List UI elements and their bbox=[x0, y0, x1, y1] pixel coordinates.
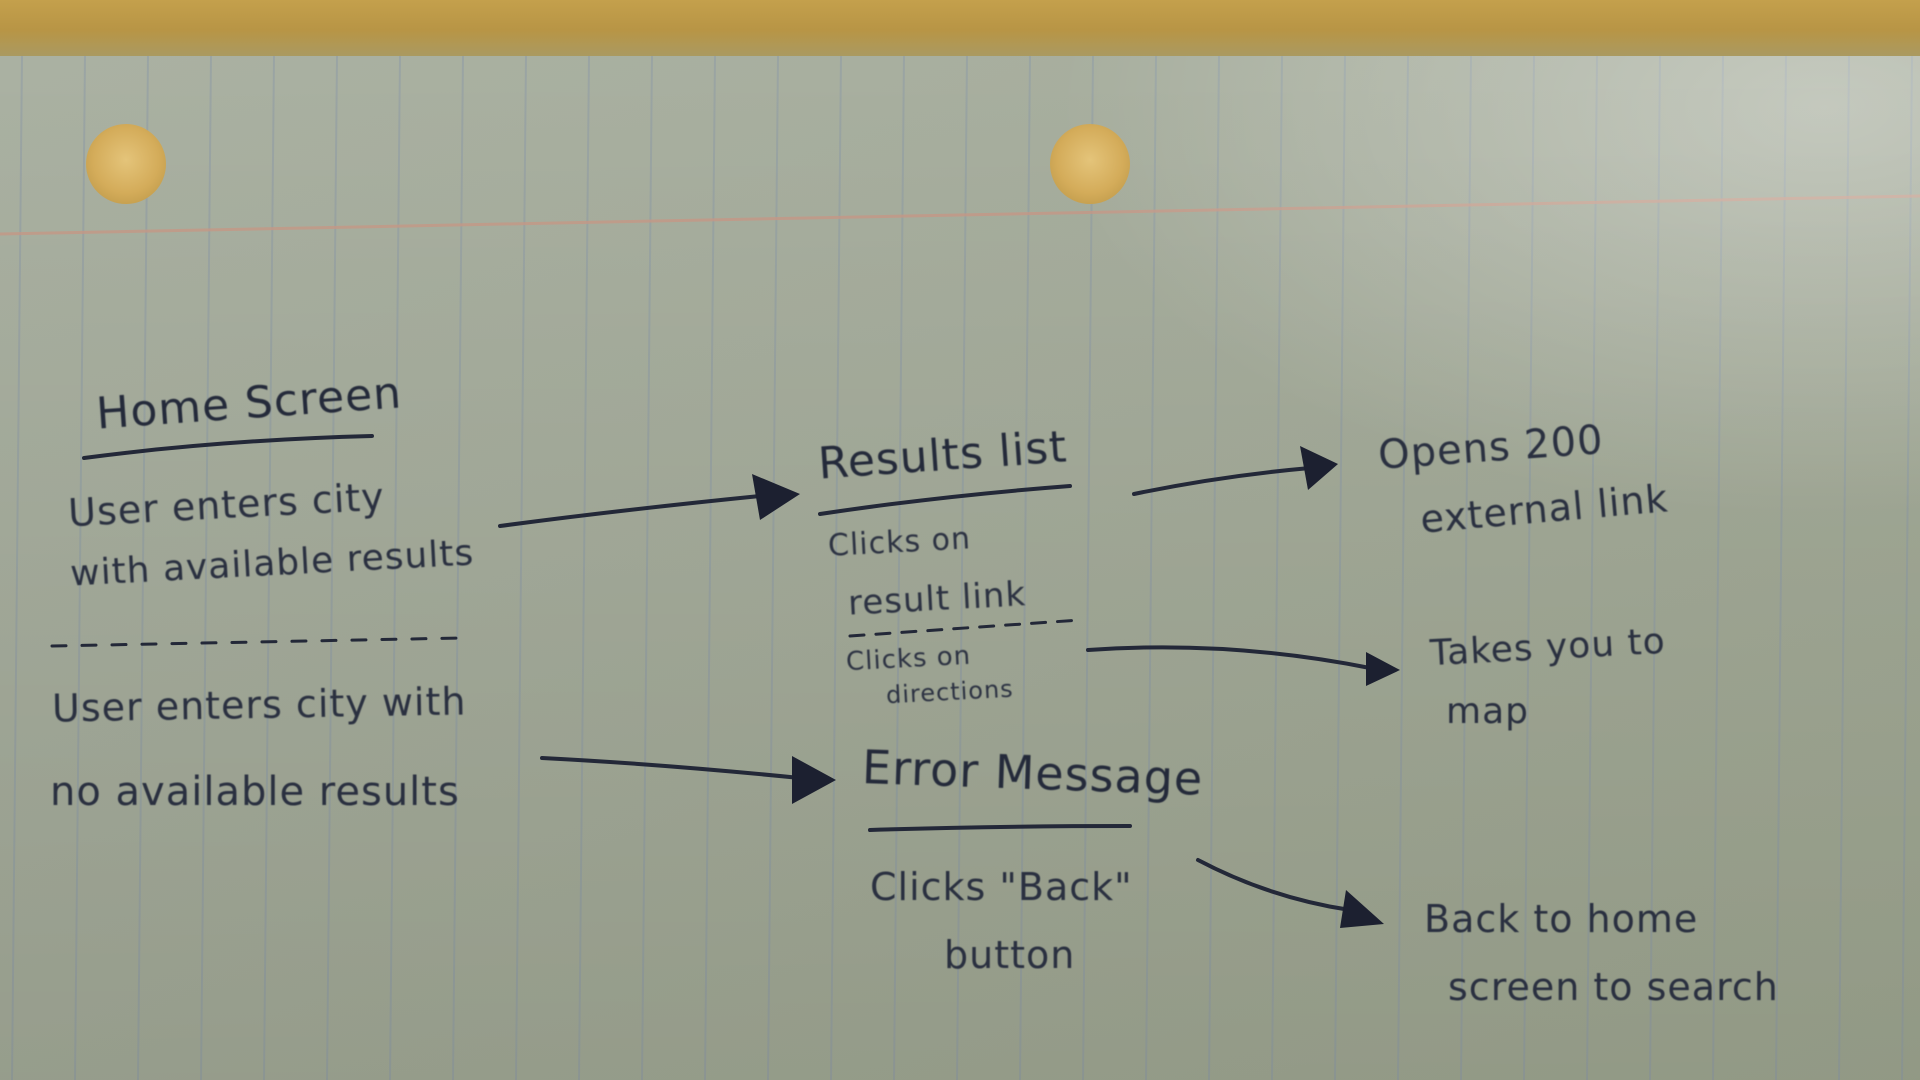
outcome-back-home-line1: Back to home bbox=[1424, 897, 1699, 941]
results-action-link-line1: Clicks on bbox=[827, 521, 972, 564]
punch-hole-right bbox=[1050, 124, 1130, 204]
results-action-link-line2: result link bbox=[847, 574, 1028, 624]
paper-ruling bbox=[0, 56, 1920, 1080]
punch-hole-left bbox=[86, 124, 166, 204]
notebook-paper bbox=[0, 56, 1920, 1080]
outcome-back-home-line2: screen to search bbox=[1448, 965, 1779, 1009]
error-message-title: Error Message bbox=[861, 740, 1205, 806]
home-case-none-line2: no available results bbox=[50, 769, 460, 815]
error-action-line2: button bbox=[944, 933, 1076, 977]
outcome-map-line2: map bbox=[1446, 691, 1529, 732]
home-case-none-line1: User enters city with bbox=[51, 679, 467, 731]
results-action-directions-line2: directions bbox=[885, 674, 1015, 710]
error-action-line1: Clicks "Back" bbox=[870, 865, 1133, 909]
results-action-directions-line1: Clicks on bbox=[845, 640, 972, 678]
